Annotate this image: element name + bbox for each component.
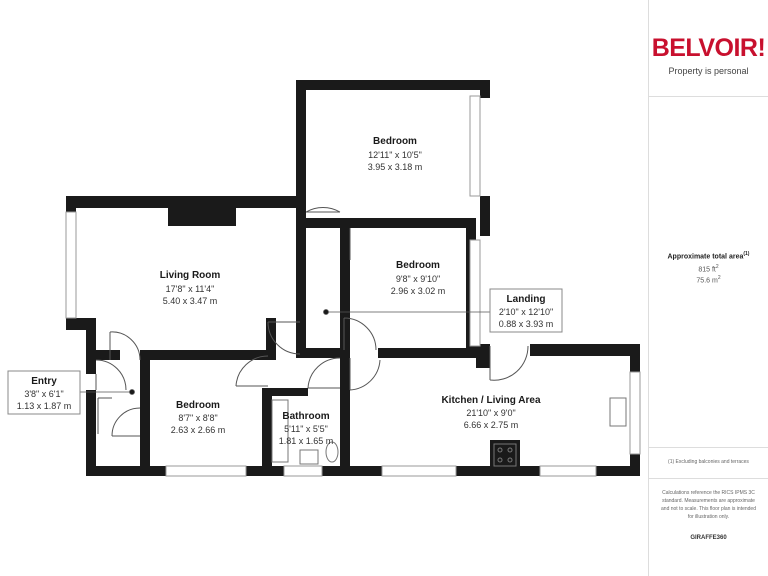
room-imperial: 12'11" x 10'5": [368, 150, 422, 160]
tagline: Property is personal: [668, 66, 749, 76]
room-imperial: 5'11" x 5'5": [284, 424, 328, 434]
room-bedroom-top: Bedroom 12'11" x 10'5" 3.95 x 3.18 m: [368, 136, 423, 172]
area-m: 75.6 m2: [696, 275, 721, 285]
divider: [649, 447, 768, 448]
wardrobe: [97, 397, 112, 434]
room-name: Landing: [507, 294, 546, 305]
room-metric: 1.81 x 1.65 m: [279, 436, 334, 446]
room-imperial: 3'8" x 6'1": [24, 389, 63, 399]
belvoir-logo: BELVOIR!: [651, 34, 766, 62]
room-name: Bathroom: [282, 411, 329, 422]
walls: [66, 80, 640, 476]
door-entry-top: [109, 331, 141, 361]
floor-plan: Bedroom 12'11" x 10'5" 3.95 x 3.18 m Bed…: [7, 80, 641, 477]
divider: [649, 478, 768, 479]
room-metric: 3.95 x 3.18 m: [368, 162, 423, 172]
door-landing: [343, 317, 377, 351]
door-bedroom-bottom: [235, 355, 269, 387]
area-ft: 815 ft2: [698, 264, 719, 274]
basin: [325, 441, 339, 463]
room-entry: Entry 3'8" x 6'1" 1.13 x 1.87 m: [7, 370, 81, 415]
sidebar: BELVOIR! Property is personal Approximat…: [648, 0, 768, 576]
divider: [649, 96, 768, 97]
door-bathroom: [307, 357, 341, 389]
door-exterior: [489, 345, 529, 381]
room-imperial: 9'8" x 9'10": [396, 274, 440, 284]
room-name: Bedroom: [373, 136, 417, 147]
door-front: [95, 359, 127, 391]
room-name: Entry: [31, 376, 57, 387]
room-name: Kitchen / Living Area: [441, 395, 541, 406]
room-metric: 2.63 x 2.66 m: [171, 425, 226, 435]
calc-note: Calculations reference the RICS IPMS 3C …: [661, 490, 756, 520]
door-entry-bottom: [111, 407, 141, 437]
area-title: Approximate total area(1): [667, 251, 750, 261]
door-kitchen: [349, 358, 381, 391]
room-imperial: 17'8" x 11'4": [166, 284, 215, 294]
door-top-bedroom: [305, 206, 341, 213]
landing-pointer: [80, 309, 490, 395]
room-bedroom-middle: Bedroom 9'8" x 9'10" 2.96 x 3.02 m: [391, 260, 446, 296]
room-imperial: 21'10" x 9'0": [466, 408, 515, 418]
room-imperial: 8'7" x 8'8": [178, 413, 217, 423]
bath: [271, 399, 289, 463]
toilet: [299, 449, 319, 465]
door-living-room: [267, 321, 301, 355]
room-kitchen: Kitchen / Living Area 21'10" x 9'0" 6.66…: [441, 395, 541, 430]
room-name: Bedroom: [396, 260, 440, 271]
room-metric: 5.40 x 3.47 m: [163, 296, 218, 306]
room-bedroom-bottom: Bedroom 8'7" x 8'8" 2.63 x 2.66 m: [171, 400, 226, 435]
room-living-room: Living Room 17'8" x 11'4" 5.40 x 3.47 m: [160, 270, 221, 306]
giraffe360-brand: GIRAFFE360: [690, 535, 727, 541]
footnote: (1) Excluding balconies and terraces: [668, 459, 749, 465]
room-metric: 0.88 x 3.93 m: [499, 319, 554, 329]
room-metric: 2.96 x 3.02 m: [391, 286, 446, 296]
windows: [65, 95, 641, 477]
room-landing: Landing 2'10" x 12'10" 0.88 x 3.93 m: [489, 288, 563, 333]
sink: [609, 397, 627, 427]
room-name: Living Room: [160, 270, 221, 281]
room-bathroom: Bathroom 5'11" x 5'5" 1.81 x 1.65 m: [279, 411, 334, 446]
hob: [493, 443, 517, 467]
fixtures: [271, 397, 627, 467]
room-metric: 6.66 x 2.75 m: [464, 420, 519, 430]
room-imperial: 2'10" x 12'10": [499, 307, 553, 317]
doors: [95, 206, 529, 437]
room-name: Bedroom: [176, 400, 220, 411]
room-metric: 1.13 x 1.87 m: [17, 401, 72, 411]
